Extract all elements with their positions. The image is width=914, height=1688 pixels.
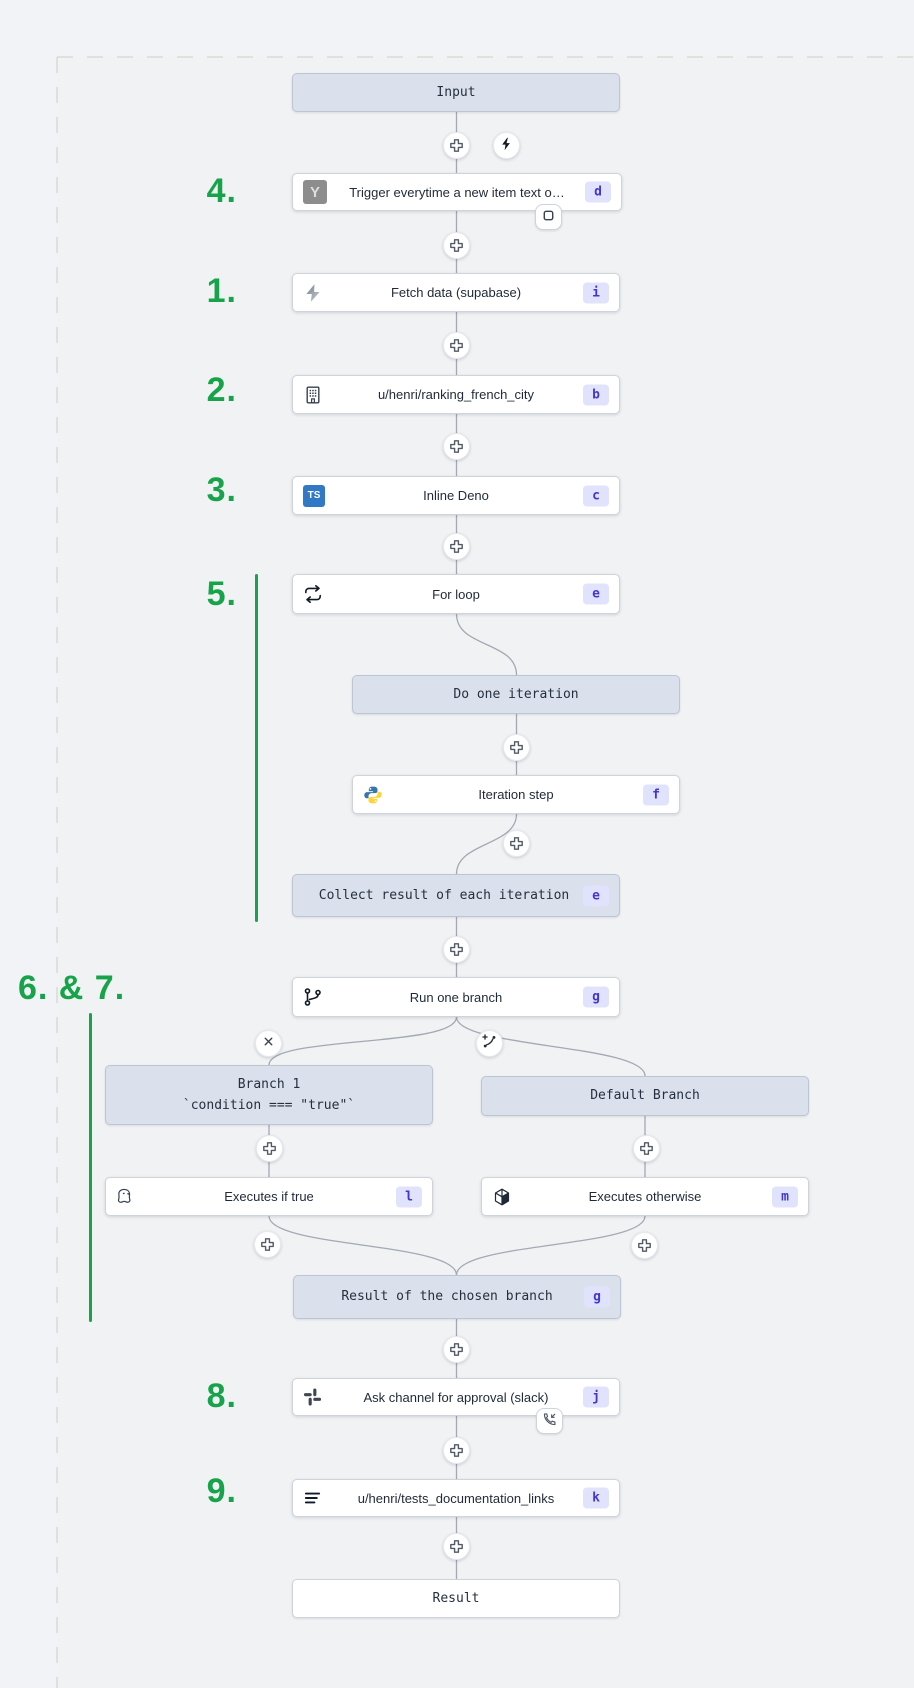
trigger-bolt-button[interactable] (492, 131, 520, 159)
node-label: Default Branch (590, 1088, 700, 1104)
default-branch-node[interactable]: Default Branch (481, 1076, 809, 1116)
step-label: Executes otherwise (588, 1189, 702, 1204)
add-step-button[interactable] (443, 332, 470, 359)
step-id-badge: g (584, 1286, 610, 1308)
step-inline-deno[interactable]: TS Inline Deno c (292, 476, 620, 515)
suspend-toggle-button[interactable] (535, 204, 562, 230)
node-label: Result (432, 1590, 480, 1606)
annotation-9: 9. (206, 1472, 237, 1510)
step-label: Iteration step (478, 787, 554, 802)
step-id-badge: b (583, 384, 609, 405)
step-label: u/henri/tests_documentation_links (357, 1490, 555, 1506)
branch-title: Branch 1 (237, 1076, 301, 1092)
step-id-badge: m (772, 1186, 798, 1207)
add-step-button[interactable] (503, 733, 530, 761)
add-step-button[interactable] (443, 432, 470, 460)
step-for-loop[interactable]: For loop e (292, 574, 620, 614)
flow-result-node[interactable]: Result (292, 1579, 620, 1618)
typescript-icon: TS (303, 484, 325, 507)
step-label: For loop (432, 586, 480, 602)
branch-1-node[interactable]: Branch 1 `condition === "true"` (105, 1065, 433, 1125)
square-icon (541, 208, 556, 226)
annotation-5: 5. (206, 575, 237, 613)
annotation-6-7: 6. & 7. (18, 969, 126, 1007)
approval-step-button[interactable] (536, 1408, 563, 1434)
step-id-badge: k (583, 1487, 609, 1509)
building-icon (303, 385, 323, 405)
add-step-button[interactable] (443, 231, 470, 259)
ycombinator-icon: Y (303, 180, 327, 204)
step-id-badge: e (583, 583, 609, 605)
step-fetch-data[interactable]: Fetch data (supabase) i (292, 273, 620, 312)
step-ask-approval[interactable]: Ask channel for approval (slack) j (292, 1378, 620, 1416)
step-iteration[interactable]: Iteration step f (352, 775, 680, 814)
branch-condition: `condition === "true"` (182, 1098, 356, 1113)
step-id-badge: c (583, 485, 609, 506)
add-step-button[interactable] (443, 935, 470, 963)
remove-branch-button[interactable] (255, 1029, 282, 1057)
step-trigger[interactable]: Y Trigger everytime a new item text o… d (292, 173, 622, 211)
step-id-badge: i (583, 282, 609, 303)
step-label: Run one branch (409, 989, 503, 1005)
add-step-button[interactable] (255, 1134, 283, 1162)
annotation-1: 1. (206, 272, 237, 310)
step-label: Inline Deno (423, 488, 489, 503)
add-step-button[interactable] (443, 1335, 470, 1363)
step-tests-documentation-links[interactable]: u/henri/tests_documentation_links k (292, 1479, 620, 1517)
step-run-one-branch[interactable]: Run one branch g (292, 977, 620, 1017)
git-branch-icon (303, 987, 323, 1007)
step-id-badge: d (585, 181, 611, 203)
node-label: Input (436, 84, 476, 100)
branch-add-icon (481, 1034, 497, 1052)
add-branch-button[interactable] (475, 1029, 503, 1057)
step-label: Ask channel for approval (slack) (363, 1389, 549, 1405)
flow-canvas[interactable] (57, 57, 914, 1688)
annotation-8: 8. (206, 1377, 237, 1415)
annotation-2: 2. (206, 371, 237, 409)
canvas-dashed-edge-left (56, 57, 58, 1688)
step-label: u/henri/ranking_french_city (377, 387, 535, 402)
node-label: Collect result of each iteration (318, 887, 570, 903)
add-step-button[interactable] (503, 829, 530, 857)
step-executes-if-true[interactable]: Executes if true l (105, 1177, 433, 1216)
collect-result-node[interactable]: Collect result of each iteration e (292, 874, 620, 917)
annotation-bracket-6-7 (89, 1013, 92, 1322)
step-id-badge: g (583, 986, 609, 1008)
lightning-bolt-icon (499, 137, 513, 154)
add-step-button[interactable] (254, 1230, 281, 1258)
cube-icon (492, 1187, 512, 1207)
flow-input-node[interactable]: Input (292, 73, 620, 112)
node-label: Result of the chosen branch (341, 1289, 553, 1305)
menu-lines-icon (303, 1489, 322, 1508)
add-step-button[interactable] (443, 1436, 470, 1464)
add-step-button[interactable] (443, 131, 470, 159)
phone-incoming-icon (542, 1412, 557, 1430)
add-step-button[interactable] (443, 1532, 470, 1560)
step-id-badge: j (583, 1386, 609, 1408)
step-label: Fetch data (supabase) (390, 285, 522, 300)
step-ranking-french-city[interactable]: u/henri/ranking_french_city b (292, 375, 620, 414)
annotation-bracket-5 (255, 574, 258, 922)
step-executes-otherwise[interactable]: Executes otherwise m (481, 1177, 809, 1216)
annotation-4: 4. (206, 172, 237, 210)
step-id-badge: f (643, 784, 669, 805)
canvas-dashed-edge-top (57, 56, 914, 58)
slack-icon (303, 1388, 322, 1407)
add-step-button[interactable] (443, 532, 470, 560)
step-label: Trigger everytime a new item text o… (349, 184, 565, 200)
postgresql-icon (116, 1187, 136, 1207)
step-id-badge: e (583, 885, 609, 906)
do-one-iteration-node[interactable]: Do one iteration (352, 675, 680, 714)
result-chosen-branch-node[interactable]: Result of the chosen branch g (293, 1275, 621, 1319)
step-label: Executes if true (224, 1189, 314, 1204)
step-id-badge: l (396, 1186, 422, 1207)
python-icon (363, 785, 383, 805)
supabase-icon (303, 283, 323, 303)
close-icon (262, 1035, 275, 1051)
add-step-button[interactable] (631, 1231, 658, 1259)
add-step-button[interactable] (632, 1134, 660, 1162)
repeat-icon (303, 584, 323, 604)
annotation-3: 3. (206, 471, 237, 509)
node-label: Do one iteration (453, 686, 579, 702)
